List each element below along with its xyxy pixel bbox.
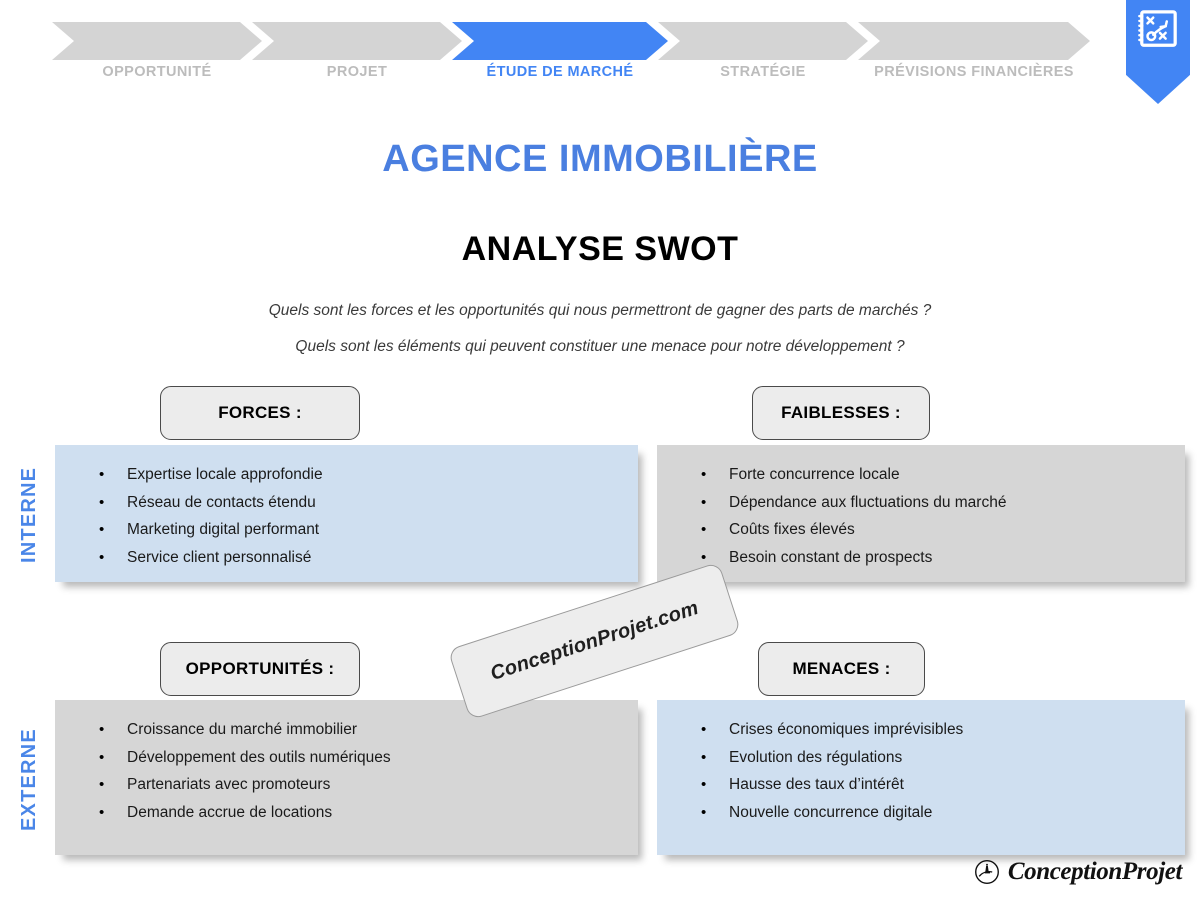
process-step-label-projet: PROJET — [326, 64, 388, 80]
list-item: Expertise locale approfondie — [77, 461, 323, 489]
swot-header-faiblesses: FAIBLESSES : — [752, 386, 930, 440]
list-item: Hausse des taux d’intérêt — [679, 771, 963, 799]
process-step-label-opportunite: OPPORTUNITÉ — [102, 64, 212, 80]
list-item: Nouvelle concurrence digitale — [679, 799, 963, 827]
swot-header-opportunites: OPPORTUNITÉS : — [160, 642, 360, 696]
list-item: Besoin constant de prospects — [679, 544, 1006, 572]
process-step-bar: OPPORTUNITÉ PROJET ÉTUDE DE MARCHÉ STRAT… — [0, 0, 1200, 108]
lighthouse-circle-icon — [974, 860, 999, 884]
process-step-label-strategie: STRATÉGIE — [720, 64, 806, 80]
list-item: Marketing digital performant — [77, 516, 323, 544]
subtitle-question-2: Quels sont les éléments qui peuvent cons… — [295, 338, 905, 355]
process-step-chevron-etude-de-marche[interactable] — [452, 22, 668, 60]
list-item: Coûts fixes élevés — [679, 516, 1006, 544]
list-item: Service client personnalisé — [77, 544, 323, 572]
subtitle-question-1: Quels sont les forces et les opportunité… — [268, 302, 932, 319]
list-item: Forte concurrence locale — [679, 461, 1006, 489]
strategy-playbook-icon — [1138, 10, 1177, 47]
process-step-chevron-previsions-financieres[interactable] — [858, 22, 1090, 60]
list-item: Croissance du marché immobilier — [77, 716, 391, 744]
swot-quadrant-menaces: Crises économiques imprévisibles Evoluti… — [657, 700, 1185, 855]
process-step-label-etude-de-marche: ÉTUDE DE MARCHÉ — [486, 64, 634, 80]
process-step-chevron-projet[interactable] — [252, 22, 462, 60]
swot-header-forces: FORCES : — [160, 386, 360, 440]
axis-label-interne: INTERNE — [18, 466, 40, 564]
swot-quadrant-faiblesses: Forte concurrence locale Dépendance aux … — [657, 445, 1185, 582]
process-step-label-previsions-financieres: PRÉVISIONS FINANCIÈRES — [874, 64, 1074, 80]
faiblesses-list: Forte concurrence locale Dépendance aux … — [679, 461, 1006, 571]
list-item: Crises économiques imprévisibles — [679, 716, 963, 744]
list-item: Dépendance aux fluctuations du marché — [679, 489, 1006, 517]
menaces-list: Crises économiques imprévisibles Evoluti… — [679, 716, 963, 826]
forces-list: Expertise locale approfondie Réseau de c… — [77, 461, 323, 571]
list-item: Réseau de contacts étendu — [77, 489, 323, 517]
list-item: Demande accrue de locations — [77, 799, 391, 827]
list-item: Développement des outils numériques — [77, 744, 391, 772]
axis-label-externe: EXTERNE — [18, 728, 40, 832]
process-step-chevron-strategie[interactable] — [658, 22, 868, 60]
footer-logo-text: ConceptionProjet — [1007, 858, 1183, 885]
swot-matrix: INTERNE EXTERNE Expertise locale approfo… — [0, 370, 1200, 855]
process-step-chevron-opportunite[interactable] — [52, 22, 262, 60]
list-item: Partenariats avec promoteurs — [77, 771, 391, 799]
list-item: Evolution des régulations — [679, 744, 963, 772]
strategy-bookmark-banner — [1126, 0, 1190, 104]
document-title: ANALYSE SWOT — [461, 230, 739, 268]
footer-logo: ConceptionProjet — [974, 858, 1182, 886]
swot-quadrant-opportunites: Croissance du marché immobilier Développ… — [55, 700, 638, 855]
swot-quadrant-forces: Expertise locale approfondie Réseau de c… — [55, 445, 638, 582]
swot-header-menaces: MENACES : — [758, 642, 925, 696]
company-title: AGENCE IMMOBILIÈRE — [382, 138, 818, 180]
opportunites-list: Croissance du marché immobilier Développ… — [77, 716, 391, 826]
